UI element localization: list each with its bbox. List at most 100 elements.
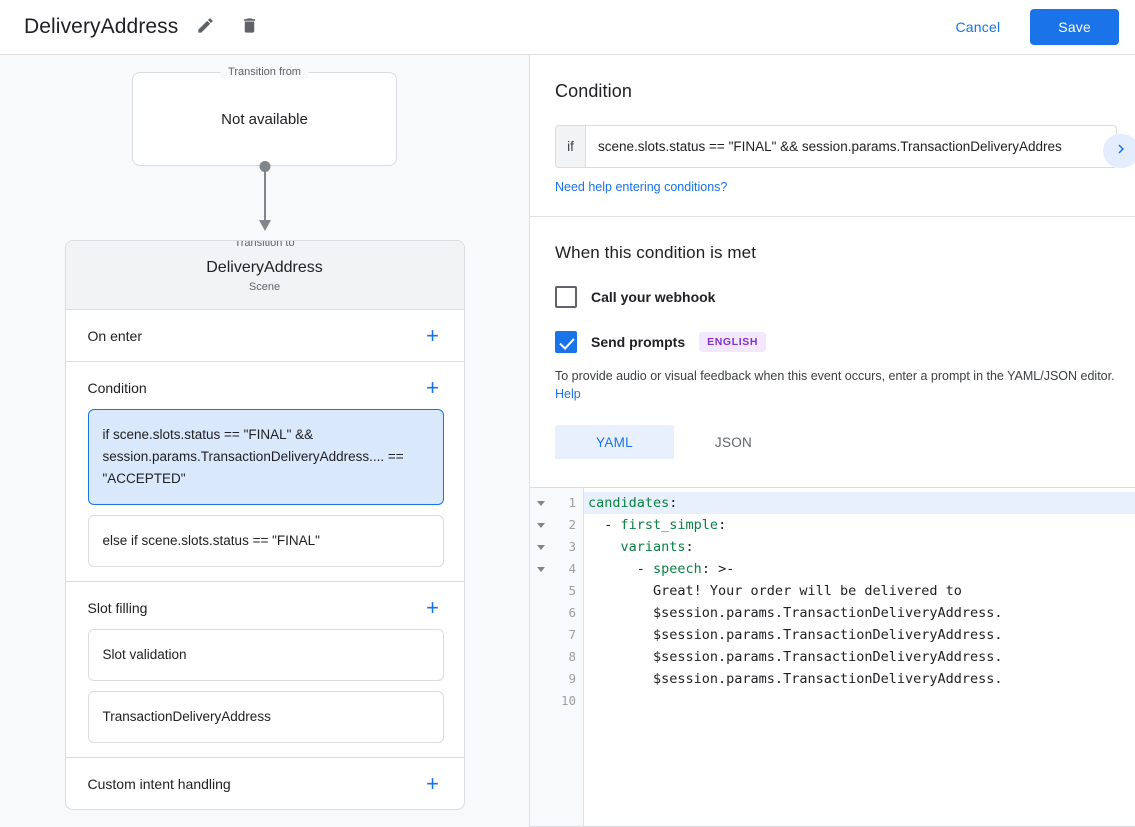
line-number: 3 — [568, 539, 576, 554]
call-webhook-checkbox[interactable] — [555, 286, 577, 308]
condition-input-row: if — [555, 125, 1117, 168]
code-line[interactable]: $session.params.TransactionDeliveryAddre… — [584, 624, 1135, 646]
section-label-custom-intent-handling: Custom intent handling — [87, 776, 231, 792]
code-line[interactable]: $session.params.TransactionDeliveryAddre… — [584, 668, 1135, 690]
code-line[interactable]: - speech: >- — [584, 558, 1135, 580]
transition-from-node[interactable]: Transition from Not available — [132, 66, 397, 166]
condition-block: Condition if Need help entering conditio… — [530, 55, 1135, 216]
line-number: 5 — [568, 583, 576, 598]
section-body-slot-filling: Slot validation TransactionDeliveryAddre… — [66, 629, 464, 757]
pencil-icon — [196, 16, 215, 38]
left-panel: Transition from Not available Transition… — [0, 55, 530, 827]
fold-toggle-icon[interactable] — [530, 558, 552, 580]
scene-subtitle: Scene — [248, 281, 281, 293]
code-line[interactable]: $session.params.TransactionDeliveryAddre… — [584, 646, 1135, 668]
save-button[interactable]: Save — [1030, 9, 1119, 45]
section-header-custom-intent-handling[interactable]: Custom intent handling + — [66, 758, 464, 809]
connector-dot-icon — [259, 161, 270, 172]
transition-from-legend: Transition from — [220, 66, 309, 78]
chevron-down-icon — [537, 522, 545, 528]
tab-json[interactable]: JSON — [714, 434, 753, 450]
code-line[interactable]: - first_simple: — [584, 514, 1135, 536]
yaml-punctuation: : — [669, 495, 678, 511]
chevron-down-icon — [537, 566, 545, 572]
chevron-down-icon — [537, 544, 545, 550]
editor-format-tabs: YAML JSON — [555, 425, 1117, 459]
line-number: 8 — [568, 649, 576, 664]
fold-cell-empty — [530, 690, 552, 712]
when-condition-met-title: When this condition is met — [555, 243, 757, 262]
fold-toggle-icon[interactable] — [530, 492, 552, 514]
fold-toggle-icon[interactable] — [530, 536, 552, 558]
trash-icon — [240, 16, 259, 38]
yaml-value: $session.params.TransactionDeliveryAddre… — [588, 627, 1003, 643]
transition-to-node[interactable]: Transition to DeliveryAddress Scene — [65, 241, 464, 310]
cancel-button[interactable]: Cancel — [944, 10, 1013, 44]
yaml-value: Great! Your order will be delivered to — [588, 583, 962, 599]
section-header-on-enter[interactable]: On enter + — [66, 310, 464, 361]
page-title: DeliveryAddress — [24, 15, 179, 38]
section-condition: Condition + if scene.slots.status == "FI… — [65, 362, 464, 582]
section-label-on-enter: On enter — [87, 328, 142, 344]
when-condition-met-block: When this condition is met Call your web… — [530, 217, 1135, 479]
yaml-key: variants — [620, 539, 686, 555]
line-number: 4 — [568, 561, 576, 576]
webhook-checkbox-row[interactable]: Call your webhook — [555, 286, 1117, 308]
fold-toggle-icon[interactable] — [530, 514, 552, 536]
condition-expression-input[interactable] — [586, 126, 1116, 167]
transition-graph: Transition from Not available Transition… — [0, 55, 529, 810]
section-header-condition[interactable]: Condition + — [66, 362, 464, 413]
send-prompts-checkbox-row[interactable]: Send prompts ENGLISH — [555, 331, 1117, 353]
section-body-condition: if scene.slots.status == "FINAL" && sess… — [66, 409, 464, 581]
prompts-help-link[interactable]: Help — [555, 387, 581, 401]
fold-cell-empty — [530, 602, 552, 624]
condition-item[interactable]: else if scene.slots.status == "FINAL" — [87, 515, 444, 567]
add-on-enter-button[interactable]: + — [426, 323, 439, 348]
code-indent: - — [588, 517, 621, 533]
yaml-key: speech — [653, 561, 702, 577]
add-custom-intent-button[interactable]: + — [426, 771, 439, 796]
prompts-description: To provide audio or visual feedback when… — [555, 367, 1115, 403]
delete-button[interactable] — [232, 10, 266, 44]
right-panel: Condition if Need help entering conditio… — [530, 55, 1135, 827]
expand-panel-button[interactable] — [1103, 134, 1135, 168]
code-line[interactable]: $session.params.TransactionDeliveryAddre… — [584, 602, 1135, 624]
code-line[interactable]: Great! Your order will be delivered to — [584, 580, 1135, 602]
line-number: 1 — [568, 495, 576, 510]
fold-cell-empty — [530, 580, 552, 602]
add-slot-filling-button[interactable]: + — [426, 595, 439, 620]
code-line[interactable]: variants: — [584, 536, 1135, 558]
section-header-slot-filling[interactable]: Slot filling + — [66, 582, 464, 633]
condition-if-label: if — [556, 126, 586, 167]
tab-yaml[interactable]: YAML — [555, 425, 674, 459]
code-indent — [588, 539, 621, 555]
condition-help-link[interactable]: Need help entering conditions? — [555, 180, 728, 194]
transition-to-legend-wrap: Transition to — [66, 241, 464, 251]
slot-validation-item[interactable]: Slot validation — [87, 629, 444, 681]
fold-cell-empty — [530, 646, 552, 668]
section-custom-intent-handling: Custom intent handling + — [66, 758, 464, 809]
editor-code-area[interactable]: candidates: - first_simple: variants: - … — [584, 488, 1135, 826]
line-number: 9 — [568, 671, 576, 686]
line-number: 6 — [568, 605, 576, 620]
top-bar: DeliveryAddress Cancel Save — [0, 0, 1135, 55]
slot-item-transaction-delivery-address[interactable]: TransactionDeliveryAddress — [87, 691, 444, 743]
yaml-value: $session.params.TransactionDeliveryAddre… — [588, 649, 1003, 665]
editor-fold-column — [530, 488, 552, 826]
code-line[interactable]: candidates: — [584, 492, 1135, 514]
code-line[interactable] — [584, 690, 1135, 712]
edit-button[interactable] — [188, 10, 222, 44]
send-prompts-checkbox[interactable] — [555, 331, 577, 353]
yaml-punctuation: : >- — [701, 561, 735, 577]
yaml-key: first_simple — [620, 517, 719, 533]
panel-divider — [530, 216, 1135, 217]
call-webhook-label: Call your webhook — [591, 289, 716, 305]
section-on-enter: On enter + — [65, 310, 464, 362]
add-condition-button[interactable]: + — [426, 375, 439, 400]
chevron-right-icon — [1112, 140, 1130, 163]
condition-item-selected[interactable]: if scene.slots.status == "FINAL" && sess… — [87, 409, 444, 505]
code-indent: - — [588, 561, 654, 577]
yaml-value: $session.params.TransactionDeliveryAddre… — [588, 671, 1003, 687]
